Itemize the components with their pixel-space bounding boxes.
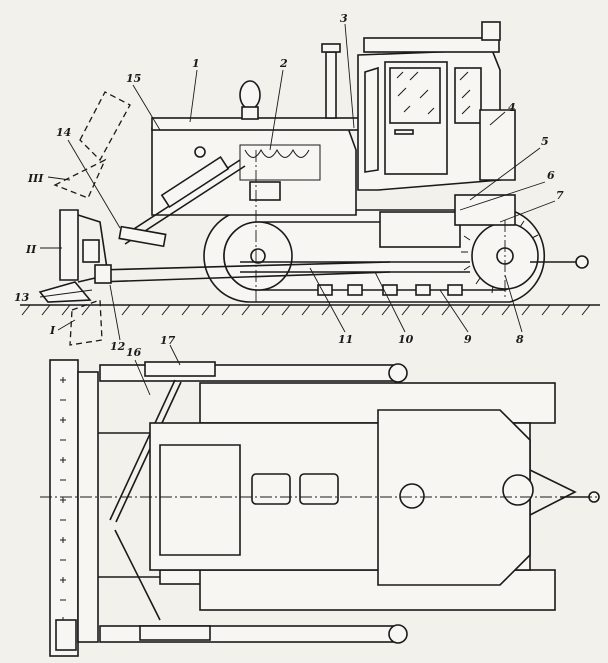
label-I: I (49, 324, 56, 337)
label-5: 5 (541, 135, 549, 148)
label-2: 2 (279, 57, 288, 70)
label-II: II (25, 243, 37, 256)
cab-step (379, 211, 461, 248)
top-rear-light (502, 474, 534, 506)
top-hood-vent-1 (251, 473, 291, 505)
cab-window-front (364, 66, 379, 173)
label-6: 6 (547, 169, 555, 182)
final-drive-housing (454, 194, 516, 226)
top-cylinder-bottom (139, 625, 211, 641)
cab-door-window-hatch (396, 71, 435, 115)
engine-block (249, 181, 281, 201)
lift-cylinder-body (160, 155, 230, 209)
top-cab-hatch (399, 483, 425, 509)
label-16: 16 (126, 346, 142, 359)
label-III: III (27, 172, 44, 185)
track-rollers (317, 284, 463, 296)
rear-hitch-eye (575, 255, 589, 269)
label-8: 8 (516, 333, 524, 346)
label-12: 12 (110, 340, 126, 353)
cab-roof (363, 37, 500, 53)
label-10: 10 (398, 333, 414, 346)
ground-hatching (21, 304, 591, 316)
top-view: 16 17 (40, 334, 600, 657)
dozer-blade (59, 209, 79, 281)
cab-top-light (481, 21, 501, 41)
top-brace-lower (114, 529, 161, 621)
top-pivot-right (388, 624, 408, 644)
side-view: 1 2 3 4 5 6 7 8 9 10 11 12 13 14 15 I II… (14, 12, 600, 353)
blade-cutting-edge (38, 281, 92, 303)
top-blade-end-plate (55, 619, 77, 651)
label-9: 9 (464, 333, 472, 346)
leader-lines (39, 23, 556, 341)
label-13: 13 (14, 291, 30, 304)
cab-door-window (389, 67, 441, 124)
exhaust-cap (321, 43, 341, 53)
tilt-cylinder (118, 225, 167, 248)
label-3: 3 (340, 12, 348, 25)
blade-bracket (82, 239, 100, 263)
top-blade-backframe (77, 371, 99, 643)
exhaust-pipe (325, 51, 337, 119)
top-hood-vent-2 (299, 473, 339, 505)
top-leader-lines (134, 344, 181, 396)
idler-wheel (223, 221, 293, 291)
top-hood (159, 444, 241, 556)
label-11: 11 (338, 333, 353, 346)
top-blade (49, 359, 79, 657)
blade-position-III (79, 91, 131, 162)
cab-door-handle (394, 129, 414, 135)
air-cleaner (239, 80, 261, 110)
front-bracket (94, 264, 112, 284)
top-rear-drawbar (529, 469, 577, 516)
top-cab (377, 409, 531, 586)
cab-rear-window (454, 67, 482, 124)
top-brace-16b (115, 381, 182, 523)
label-17: 17 (160, 334, 176, 347)
label-1: 1 (192, 57, 200, 70)
hood-hinge (194, 146, 206, 158)
sprocket-teeth (461, 220, 539, 294)
top-pivot-left (388, 363, 408, 383)
cab-rear-window-hatch (459, 71, 471, 115)
idler-hub (250, 248, 266, 264)
air-cleaner-base (241, 106, 259, 120)
label-7: 7 (556, 189, 564, 202)
blade-frame (77, 214, 109, 283)
top-cylinder-17 (144, 361, 216, 377)
top-blade-bolts (60, 377, 66, 623)
cab-door (384, 61, 448, 175)
label-14: 14 (56, 126, 71, 139)
label-15: 15 (126, 72, 141, 85)
push-arm-lower (97, 271, 391, 283)
blade-position-III-edge (53, 158, 107, 199)
fuel-tank (479, 109, 516, 181)
push-arm (97, 261, 391, 271)
hood-top-rail (151, 117, 363, 131)
engine-hood (151, 127, 357, 216)
label-4: 4 (508, 101, 516, 114)
blade-position-I (69, 299, 103, 346)
